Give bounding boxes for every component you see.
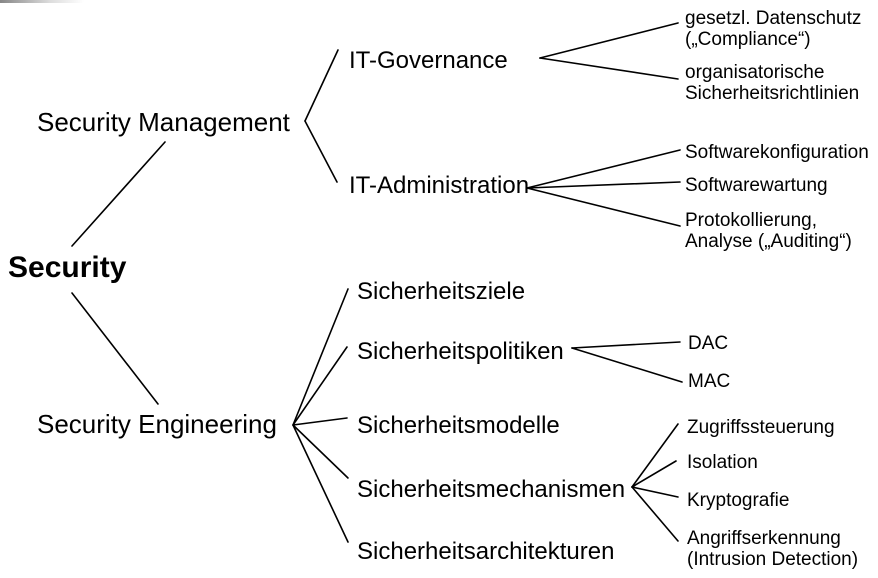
connector-security-engineering-to-sicherheitsmodelle bbox=[292, 417, 348, 426]
connector-security-engineering-to-sicherheitspolitiken bbox=[292, 346, 348, 426]
node-sicherheitspolitiken: Sicherheitspolitiken bbox=[357, 338, 564, 365]
connector-it-governance-to-organisatorische-richtlinien bbox=[539, 57, 679, 80]
connector-security-to-security-engineering bbox=[71, 292, 159, 405]
node-softwarekonfiguration: Softwarekonfiguration bbox=[685, 142, 869, 163]
node-softwarewartung: Softwarewartung bbox=[685, 175, 828, 196]
node-sicherheitsarchitekturen: Sicherheitsarchitekturen bbox=[357, 538, 615, 565]
node-isolation: Isolation bbox=[687, 452, 758, 473]
connector-it-administration-to-softwarekonfiguration bbox=[526, 149, 681, 189]
connector-security-engineering-to-sicherheitsziele bbox=[292, 288, 349, 426]
node-zugriffssteuerung: Zugriffssteuerung bbox=[687, 417, 835, 438]
node-gesetzl-datenschutz-compliance: gesetzl. Datenschutz („Compliance“) bbox=[685, 8, 862, 50]
connector-security-management-to-it-administration bbox=[304, 120, 338, 183]
node-security-engineering: Security Engineering bbox=[37, 409, 277, 439]
scan-edge-artifact bbox=[0, 0, 84, 3]
connector-sicherheitsmechanismen-to-zugriffssteuerung bbox=[631, 423, 679, 488]
node-sicherheitsziele: Sicherheitsziele bbox=[357, 278, 526, 305]
node-it-governance: IT-Governance bbox=[349, 47, 508, 74]
connector-sicherheitspolitiken-to-dac bbox=[571, 341, 681, 349]
connector-sicherheitsmechanismen-to-isolation bbox=[631, 460, 677, 488]
node-angriffserkennung-intrusion-detection: Angriffserkennung (Intrusion Detection) bbox=[687, 528, 859, 570]
connector-sicherheitsmechanismen-to-angriffserkennung bbox=[631, 486, 679, 542]
connector-sicherheitspolitiken-to-mac bbox=[571, 347, 683, 383]
connector-it-administration-to-protokollierung bbox=[526, 187, 681, 227]
node-organisatorische-sicherheitsrichtlinien: organisatorische Sicherheitsrichtlinien bbox=[685, 62, 860, 104]
connector-security-to-security-management bbox=[71, 141, 166, 247]
node-sicherheitsmechanismen: Sicherheitsmechanismen bbox=[357, 476, 626, 503]
node-security-management: Security Management bbox=[37, 107, 290, 137]
node-kryptografie: Kryptografie bbox=[687, 490, 790, 511]
connector-security-engineering-to-sicherheitsarchitekturen bbox=[292, 424, 349, 543]
node-mac: MAC bbox=[688, 371, 731, 392]
connector-security-management-to-it-governance bbox=[304, 49, 339, 122]
node-sicherheitsmodelle: Sicherheitsmodelle bbox=[357, 412, 560, 439]
node-security: Security bbox=[8, 251, 127, 284]
node-it-administration: IT-Administration bbox=[349, 172, 530, 199]
connector-it-governance-to-gesetzl-datenschutz bbox=[539, 22, 679, 59]
connector-it-administration-to-softwarewartung bbox=[526, 181, 681, 189]
connector-sicherheitsmechanismen-to-kryptografie bbox=[631, 486, 679, 498]
node-protokollierung-analyse-auditing: Protokollierung, Analyse („Auditing“) bbox=[685, 210, 852, 252]
node-dac: DAC bbox=[688, 333, 729, 354]
connector-security-engineering-to-sicherheitsmechanismen bbox=[292, 424, 349, 479]
